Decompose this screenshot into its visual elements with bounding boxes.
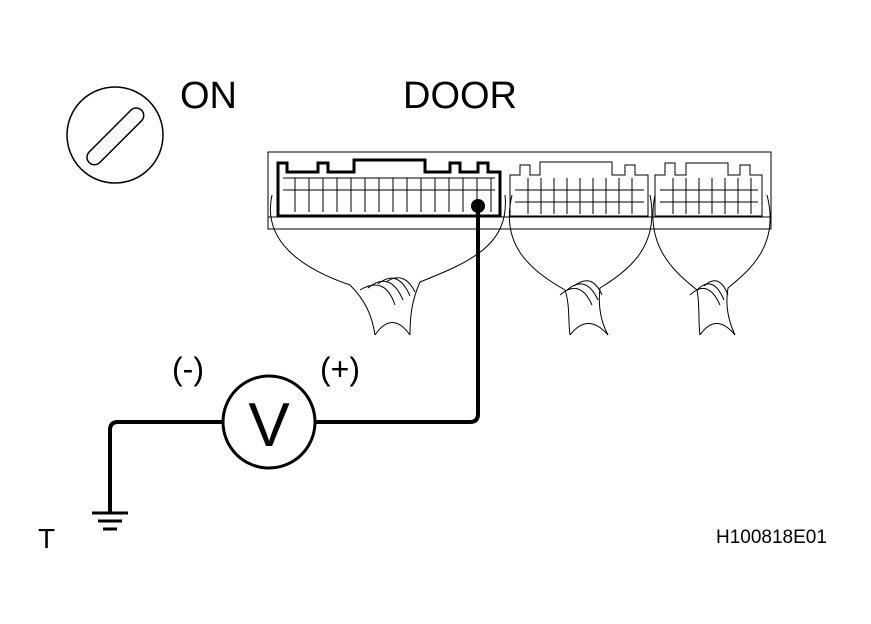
wire-harness — [270, 194, 771, 336]
probe-point — [471, 199, 485, 213]
meter-symbol: V — [248, 391, 290, 460]
connector-middle — [509, 161, 649, 217]
positive-terminal-label: (+) — [320, 351, 360, 387]
door-connector — [267, 151, 772, 336]
ignition-switch-icon — [66, 86, 164, 184]
connector-main-cells — [283, 177, 495, 212]
test-lead-negative — [108, 420, 222, 512]
ground-symbol-icon — [92, 511, 128, 531]
connector-label: DOOR — [403, 75, 517, 117]
test-lead-positive — [316, 210, 480, 424]
figure-id: H100818E01 — [716, 527, 827, 548]
ignition-label: ON — [180, 75, 237, 117]
connector-main — [276, 158, 502, 218]
voltmeter-icon: V — [221, 374, 317, 470]
connector-right — [654, 162, 763, 217]
ground-label: T — [38, 523, 55, 554]
negative-terminal-label: (-) — [172, 351, 204, 387]
